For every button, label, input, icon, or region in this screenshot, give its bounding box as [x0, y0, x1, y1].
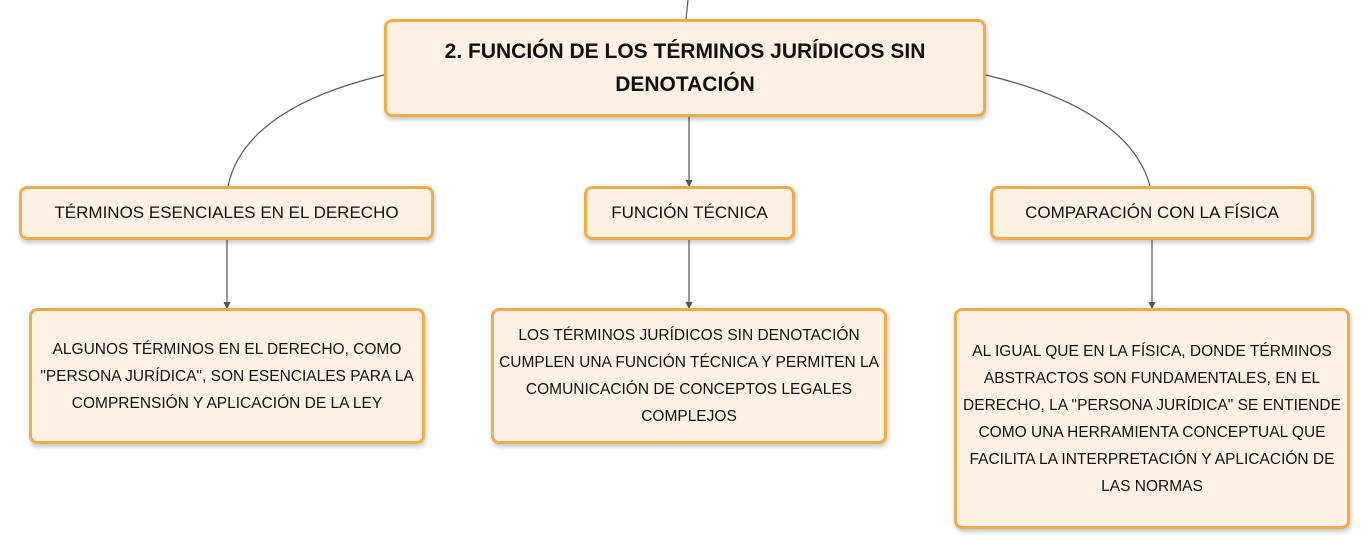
subtopic-terminos-esenciales-text: ALGUNOS TÉRMINOS EN EL DERECHO, COMO "PE… [40, 340, 414, 412]
topic-terminos-esenciales[interactable]: TÉRMINOS ESENCIALES EN EL DERECHO [19, 186, 434, 240]
subtopic-funcion-tecnica-detail[interactable]: LOS TÉRMINOS JURÍDICOS SIN DENOTACIÓN CU… [491, 308, 887, 444]
incoming-connector [685, 0, 689, 20]
topic-terminos-esenciales-label: TÉRMINOS ESENCIALES EN EL DERECHO [54, 203, 399, 222]
root-topic-label: 2. FUNCIÓN DE LOS TÉRMINOS JURÍDICOS SIN… [444, 40, 926, 96]
topic-comparacion-fisica-label: COMPARACIÓN CON LA FÍSICA [1025, 203, 1279, 222]
subtopic-terminos-esenciales-detail[interactable]: ALGUNOS TÉRMINOS EN EL DERECHO, COMO "PE… [29, 308, 425, 444]
topic-funcion-tecnica-label: FUNCIÓN TÉCNICA [611, 203, 768, 222]
connector-root-to-comparacion-fisica [985, 74, 1151, 187]
topic-funcion-tecnica[interactable]: FUNCIÓN TÉCNICA [584, 186, 795, 240]
subtopic-funcion-tecnica-text: LOS TÉRMINOS JURÍDICOS SIN DENOTACIÓN CU… [499, 327, 879, 425]
topic-comparacion-fisica[interactable]: COMPARACIÓN CON LA FÍSICA [990, 186, 1314, 240]
root-topic[interactable]: 2. FUNCIÓN DE LOS TÉRMINOS JURÍDICOS SIN… [384, 19, 986, 117]
subtopic-comparacion-fisica-text: AL IGUAL QUE EN LA FÍSICA, DONDE TÉRMINO… [963, 342, 1341, 495]
subtopic-comparacion-fisica-detail[interactable]: AL IGUAL QUE EN LA FÍSICA, DONDE TÉRMINO… [954, 308, 1350, 529]
connector-root-to-terminos-esenciales [227, 74, 385, 187]
